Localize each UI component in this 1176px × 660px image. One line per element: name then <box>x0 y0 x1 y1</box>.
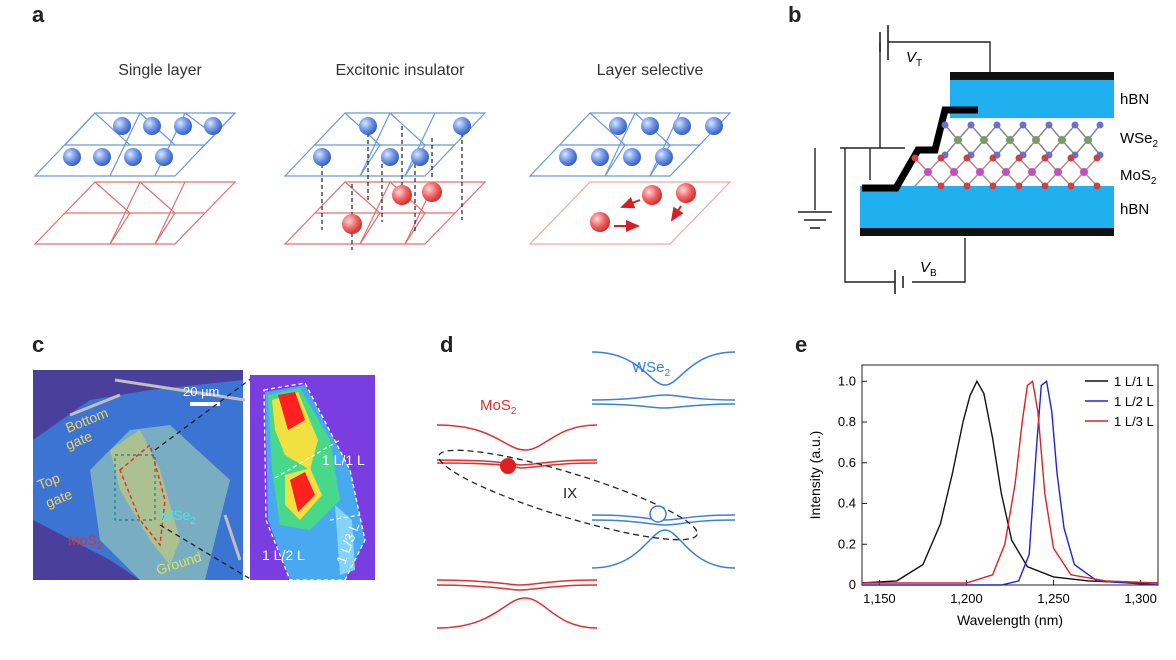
x-tick-label: 1,250 <box>1037 591 1070 606</box>
y-tick-label: 0 <box>849 577 856 592</box>
panel-a-label: a <box>32 2 45 27</box>
bottom-lattice <box>283 181 487 245</box>
lattice-layer-selective <box>528 112 732 245</box>
top-lattice <box>528 112 732 177</box>
hole-arrows <box>614 197 684 232</box>
x-axis: 1,150 1,200 1,250 1,300 <box>863 580 1157 606</box>
vt-label: VT <box>906 49 922 69</box>
series-line <box>862 380 1159 584</box>
legend: 1 L/1 L 1 L/2 L 1 L/3 L <box>1085 374 1154 429</box>
mos2-band-label: MoS2 <box>480 397 517 417</box>
wse2-band-label: WSe2 <box>632 359 671 379</box>
x-tick-label: 1,150 <box>863 591 896 606</box>
mos2-flake-label: MoS2 <box>68 532 103 552</box>
caption-excitonic-insulator: Excitonic insulator <box>335 62 465 79</box>
vt-battery <box>879 25 889 60</box>
bottom-hbn-layer <box>860 186 1114 228</box>
wse2-bands <box>591 351 736 569</box>
scale-bar <box>190 402 220 406</box>
x-axis-label: Wavelength (nm) <box>957 612 1063 628</box>
panel-c-label: c <box>32 332 45 357</box>
wse2-layer <box>941 121 1104 159</box>
band-diagram: IX MoS2 WSe2 <box>436 351 736 629</box>
exciton-bonds <box>321 126 463 250</box>
legend-label: 1 L/1 L <box>1114 374 1154 389</box>
panel-b-label: b <box>788 2 802 27</box>
caption-layer-selective: Layer selective <box>596 62 704 79</box>
hole-dot <box>649 505 667 523</box>
label-1l-1l: 1 L/1 L <box>322 452 365 468</box>
bottom-lattice <box>33 181 237 245</box>
lattice-single-layer <box>33 112 237 245</box>
blue-electrons <box>63 117 222 166</box>
mos2-bands <box>436 424 598 629</box>
wse2-label: WSe2 <box>1120 130 1159 150</box>
wse2-flake-label: WSe2 <box>160 507 196 527</box>
series-lines <box>861 379 1159 586</box>
y-tick-label: 0.4 <box>838 496 856 511</box>
ground-contact <box>862 106 978 192</box>
bottom-lattice <box>528 181 732 245</box>
lattice-excitonic-insulator <box>283 112 487 250</box>
panel-e-label: e <box>795 332 808 357</box>
zoom-lines <box>154 377 253 581</box>
series-line <box>862 380 1159 586</box>
electron-dot <box>500 458 516 474</box>
y-tick-label: 0.8 <box>838 414 856 429</box>
scale-bar-label: 20 µm <box>183 384 219 399</box>
vb-battery <box>894 270 904 294</box>
ground-icon <box>798 211 832 229</box>
vb-label: VB <box>920 259 937 279</box>
legend-label: 1 L/3 L <box>1114 414 1154 429</box>
y-tick-label: 0.6 <box>838 455 856 470</box>
caption-single-layer: Single layer <box>118 62 202 79</box>
circuit-wires <box>814 41 991 283</box>
mos2-label: MoS2 <box>1120 167 1157 187</box>
pl-map: 1 L/1 L 1 L/2 L 1 L/3 L <box>250 375 375 581</box>
hbn-bottom-label: hBN <box>1120 201 1149 218</box>
series-line <box>861 379 1158 584</box>
hbn-top-label: hBN <box>1120 91 1149 108</box>
y-tick-label: 1.0 <box>838 373 856 388</box>
top-lattice <box>33 112 237 177</box>
blue-electrons <box>559 117 723 166</box>
panel-d-label: d <box>440 332 454 357</box>
top-gate-electrode <box>950 72 1114 80</box>
legend-label: 1 L/2 L <box>1114 394 1154 409</box>
device-schematic: VT VB hBN WSe2 MoS2 hBN <box>798 25 1159 294</box>
x-tick-label: 1,300 <box>1124 591 1157 606</box>
red-holes <box>342 182 442 234</box>
y-axis-label: Intensity (a.u.) <box>807 431 823 520</box>
y-tick-label: 0.2 <box>838 536 856 551</box>
red-holes <box>590 183 696 232</box>
mos2-layer <box>911 154 1101 190</box>
bottom-gate-electrode <box>860 228 1114 236</box>
label-1l-2l: 1 L/2 L <box>262 547 305 563</box>
plot-frame <box>861 364 1159 586</box>
optical-micrograph: 20 µm Bottom gate Top gate WSe2 MoS2 Gro… <box>33 370 246 580</box>
x-tick-label: 1,200 <box>950 591 983 606</box>
blue-electrons <box>313 117 471 166</box>
pl-spectra-chart: 1,150 1,200 1,250 1,300 0 0.2 0.4 0.6 0.8 1.0 1 … <box>807 364 1159 628</box>
y-axis: 0 0.2 0.4 0.6 0.8 1.0 <box>838 373 867 592</box>
top-gate-label: Top <box>35 469 62 492</box>
ix-label: IX <box>563 485 577 502</box>
